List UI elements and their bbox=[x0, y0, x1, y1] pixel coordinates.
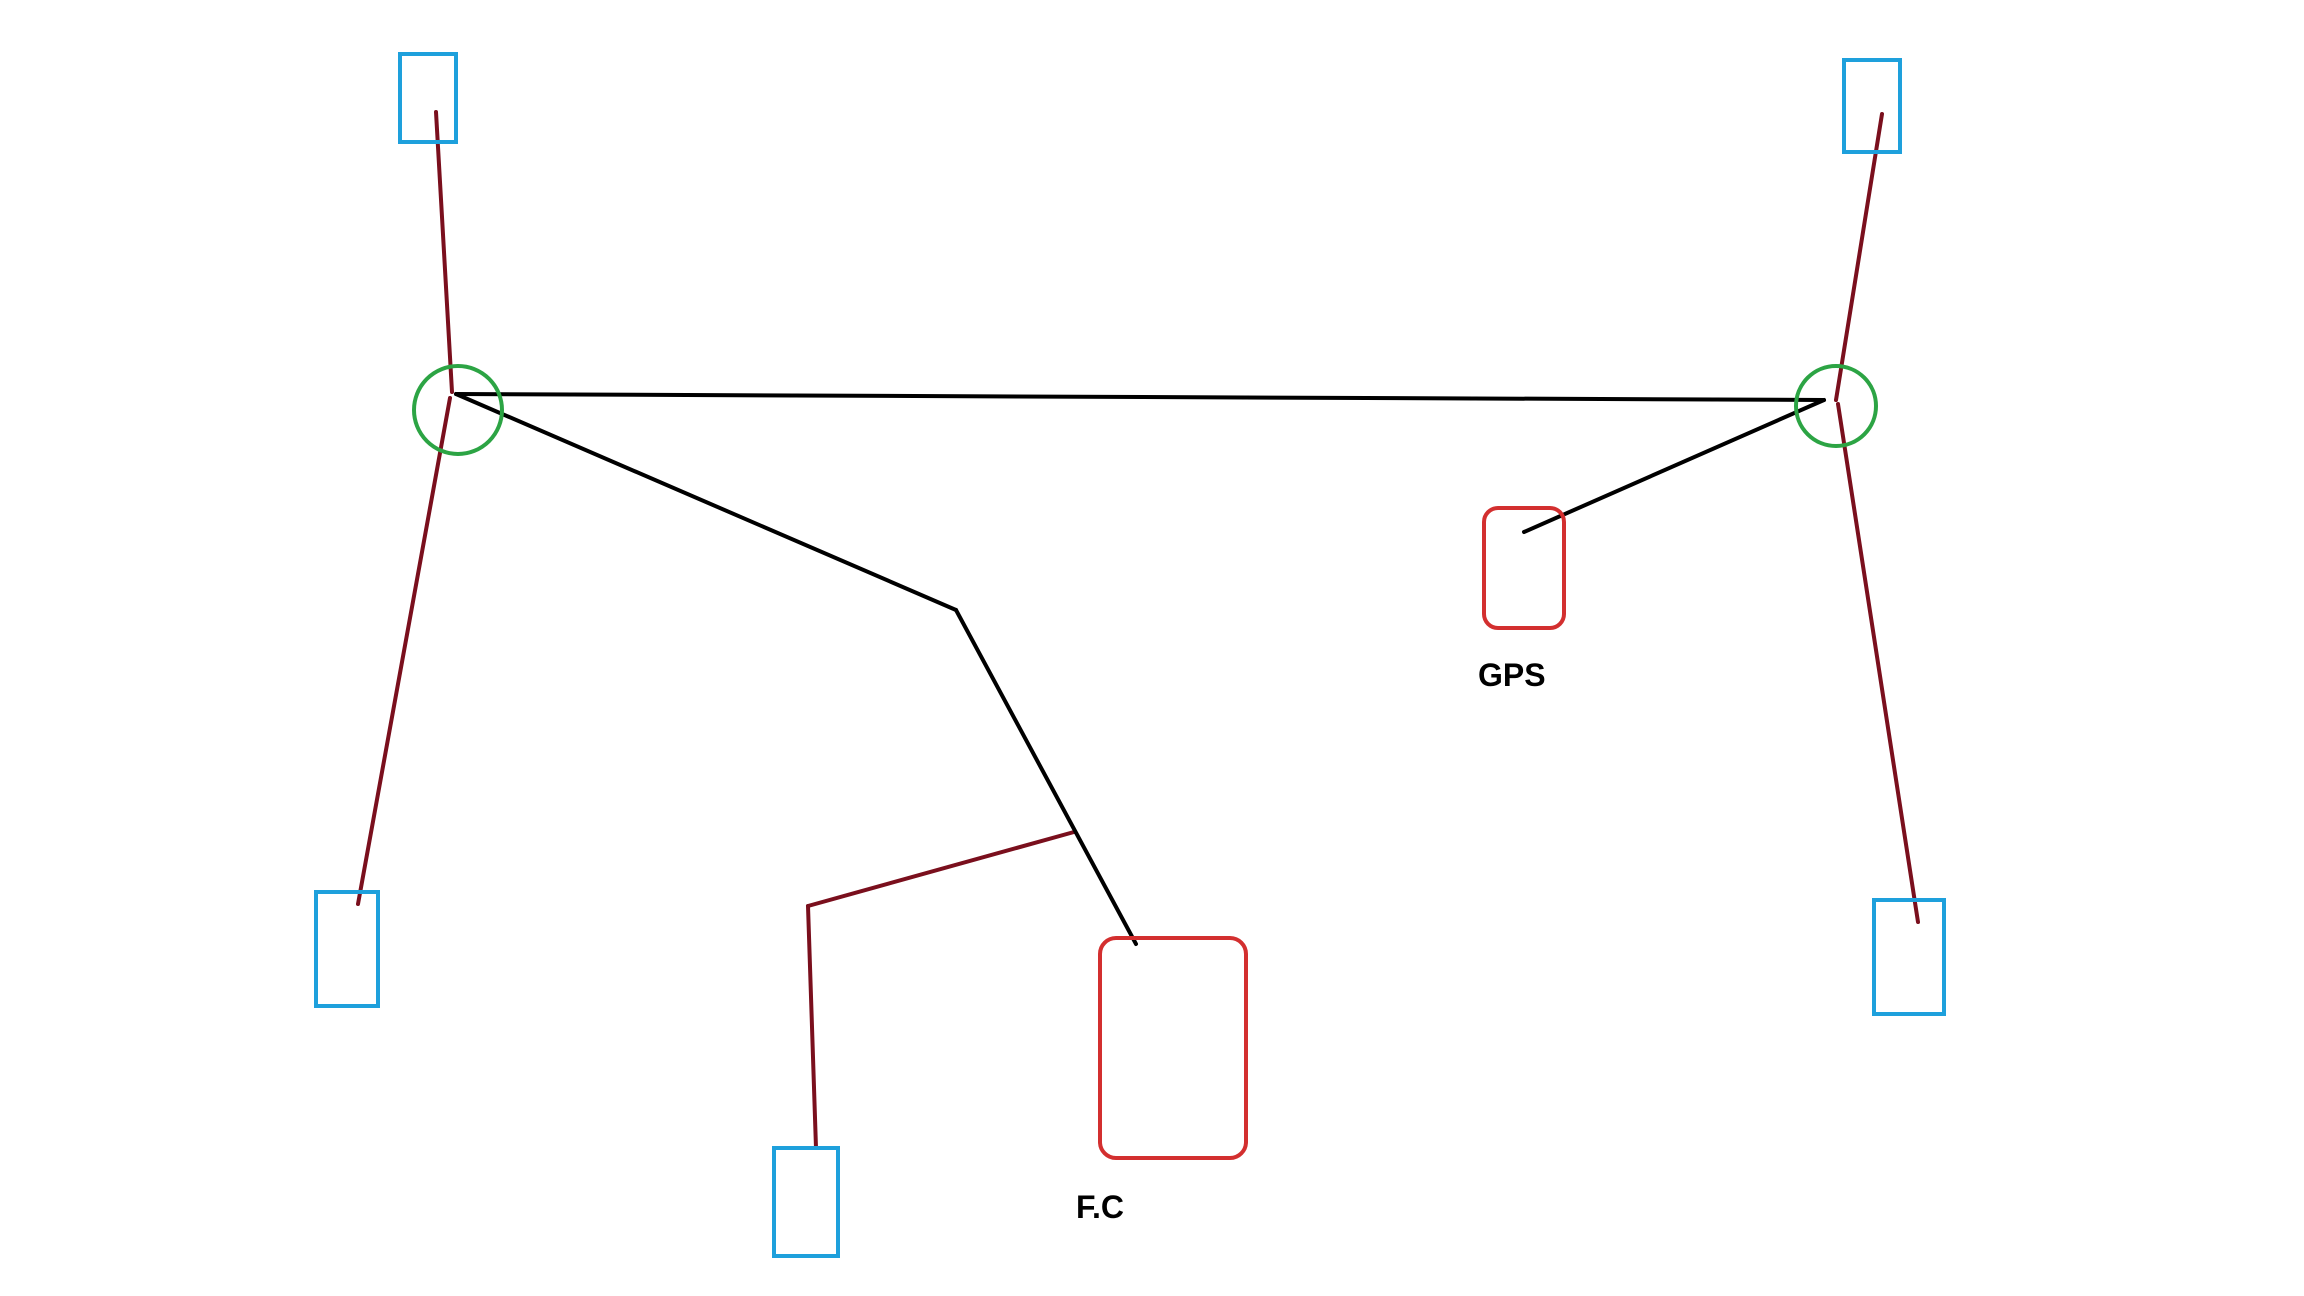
wire-hub-to-hub bbox=[454, 392, 1826, 402]
gps-module-box bbox=[1482, 506, 1566, 630]
hub-circle-right bbox=[1794, 364, 1878, 448]
sensor-box-bottom-left bbox=[314, 890, 380, 1008]
wire-top-left bbox=[434, 110, 454, 394]
wire-left-hub-to-junction bbox=[454, 392, 958, 612]
wire-branch-lower bbox=[806, 904, 818, 1150]
wire-junction-to-fc bbox=[954, 608, 1138, 946]
sensor-box-top-left bbox=[398, 52, 458, 144]
gps-label: GPS bbox=[1478, 657, 1546, 693]
flight-controller-label: F.C bbox=[1076, 1189, 1124, 1225]
wire-bottom-right bbox=[1836, 402, 1920, 924]
wire-right-hub-to-gps bbox=[1522, 398, 1826, 534]
sensor-box-top-right bbox=[1842, 58, 1902, 154]
wire-bottom-left bbox=[356, 396, 452, 906]
sensor-box-bottom-center bbox=[772, 1146, 840, 1258]
wire-top-right bbox=[1834, 112, 1884, 402]
flight-controller-box bbox=[1098, 936, 1248, 1160]
hub-circle-left bbox=[412, 364, 504, 456]
sensor-box-bottom-right bbox=[1872, 898, 1946, 1016]
wire-branch-upper bbox=[806, 830, 1076, 908]
